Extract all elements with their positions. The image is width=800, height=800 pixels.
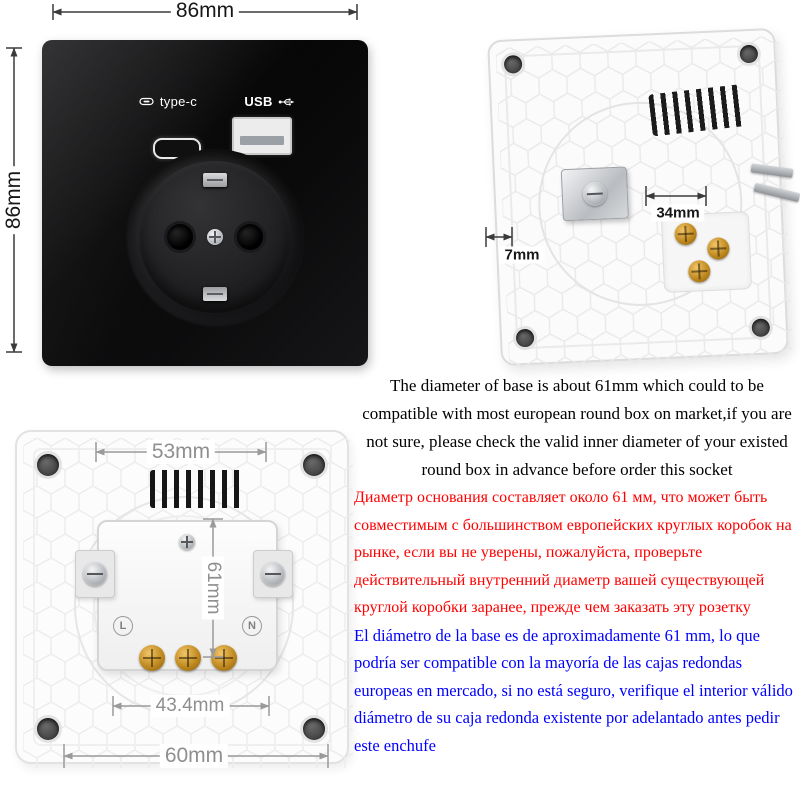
dim-plate-thickness: 7mm xyxy=(499,246,545,264)
mount-hole xyxy=(37,718,59,740)
typec-label-text: type-c xyxy=(159,94,198,109)
usb-label-text: USB xyxy=(244,94,273,109)
typec-plug-icon xyxy=(139,97,154,106)
housing-screw xyxy=(179,534,195,550)
dim-bottom-width: 60mm xyxy=(159,744,229,768)
usb-port-label: USB xyxy=(220,94,320,109)
socket-back-3d-view xyxy=(487,27,800,370)
brass-terminal-screw xyxy=(139,645,165,671)
pin-hole-left xyxy=(167,224,193,250)
mounting-clamp-left xyxy=(75,550,115,598)
dim-front-height: 86mm xyxy=(2,165,26,235)
pin-hole-right xyxy=(237,224,263,250)
brass-terminal-screw xyxy=(175,645,201,671)
brass-terminal-screw xyxy=(211,645,237,671)
mount-hole xyxy=(37,454,59,476)
mounting-clamp-right xyxy=(253,550,293,598)
terminal-neutral-text: N xyxy=(248,620,256,632)
usb-a-port xyxy=(232,117,292,155)
clamp-screw xyxy=(83,562,107,586)
dim-front-width: 86mm xyxy=(170,0,240,23)
terminal-live-text: L xyxy=(119,620,127,632)
clamp-screw xyxy=(261,562,285,586)
terminal-neutral-mark: N xyxy=(242,616,262,636)
mounting-bracket xyxy=(560,166,629,222)
description-spanish: El diámetro de la base es de aproximadam… xyxy=(354,625,793,755)
description-block: The diameter of base is about 61mm which… xyxy=(354,372,800,759)
grounding-clip-bottom xyxy=(203,287,227,301)
schuko-socket-recess xyxy=(127,149,303,325)
socket-front-view: type-c USB xyxy=(42,40,368,366)
mount-hole xyxy=(303,718,325,740)
mount-hole xyxy=(303,454,325,476)
bracket-screw xyxy=(582,181,608,207)
dim-depth: 34mm xyxy=(651,204,705,222)
brass-terminal-screw xyxy=(687,259,711,283)
description-english: The diameter of base is about 61mm which… xyxy=(362,376,792,479)
brass-terminal-screw xyxy=(706,237,730,261)
grounding-clip-top xyxy=(203,173,227,187)
terminal-block xyxy=(660,211,753,293)
description-russian: Диаметр основания составляет около 61 мм… xyxy=(354,489,792,616)
dim-base-diameter: 61mm xyxy=(202,556,224,620)
dim-inner-width: 43.4mm xyxy=(150,695,230,717)
typec-port-label: type-c xyxy=(118,94,218,109)
dim-top-width: 53mm xyxy=(146,440,216,464)
usb-icon xyxy=(278,98,295,105)
terminal-live-mark: L xyxy=(113,616,133,636)
brass-terminal-screw xyxy=(674,222,698,246)
usb-tongue xyxy=(240,136,284,145)
center-screw xyxy=(207,229,223,245)
vent-slots xyxy=(150,470,244,508)
